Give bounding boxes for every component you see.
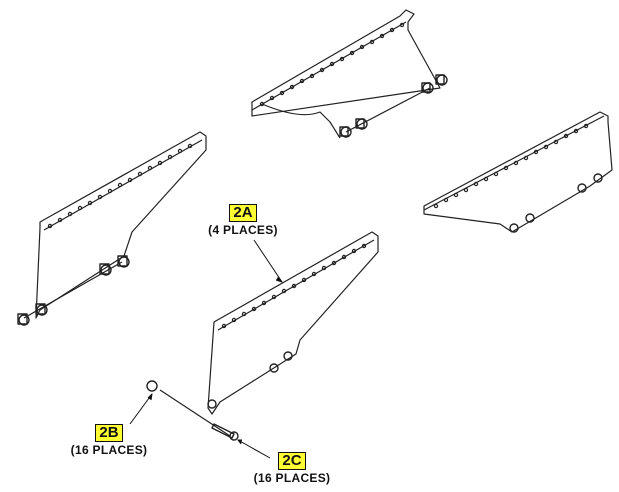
callout-2a: 2A (4 PLACES) [188,204,298,237]
callout-2c-id: 2C [278,452,306,470]
callout-2b-id: 2B [95,424,123,442]
bracket-right [423,111,613,233]
callout-2c: 2C (16 PLACES) [232,452,352,485]
bolt-group [339,74,448,138]
callout-2c-places: (16 PLACES) [253,471,331,485]
bracket-left [17,131,207,326]
bracket-top-middle [251,9,448,139]
callout-2b-places: (16 PLACES) [70,443,148,457]
bracket-center [146,231,379,441]
callout-2a-id: 2A [229,204,257,222]
callout-2b: 2B (16 PLACES) [50,424,168,457]
leader-lines [129,239,283,459]
callout-2a-places: (4 PLACES) [208,223,278,237]
